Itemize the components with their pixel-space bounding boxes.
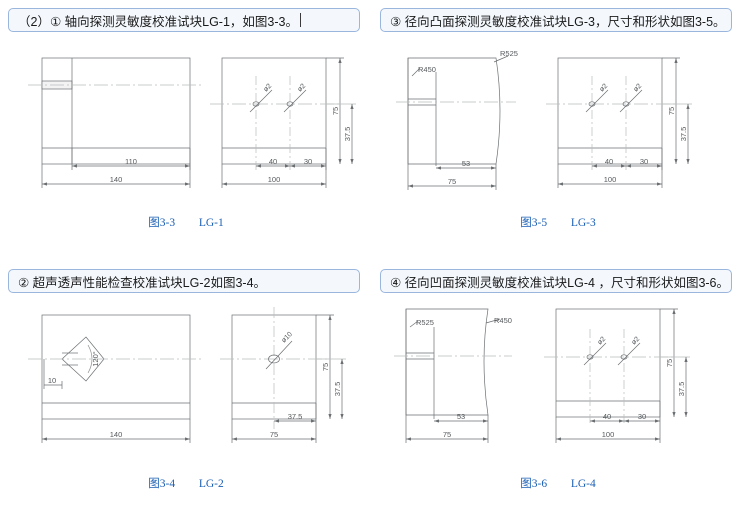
text-caret [300,13,301,27]
panel-lg1-header-text: （2）① 轴向探测灵敏度校准试块LG-1，如图3-3。 [18,14,298,29]
panel-lg4-drawing: R525 R450 53 75 [372,297,744,477]
panel-lg1-caption: 图3-3 LG-1 [0,214,372,230]
lg3-hole-label-2: ø2 [632,83,643,94]
panel-lg3-header: ③ 径向凸面探测灵敏度校准试块LG-3，尺寸和形状如图3-5。 [380,8,732,32]
lg3-side-dim-37p5: 37.5 [679,127,688,142]
panel-lg3-caption: 图3-5 LG-3 [372,214,744,230]
lg3-caption-fig: 图3-5 [520,217,548,229]
panel-lg4-caption: 图3-6 LG-4 [372,475,744,491]
lg2-side-dim-37p5-h: 37.5 [288,412,303,421]
lg1-front-dim-110: 110 [125,157,137,166]
panel-lg3: ③ 径向凸面探测灵敏度校准试块LG-3，尺寸和形状如图3-5。 [372,0,744,261]
lg1-side-dim-75: 75 [331,107,340,115]
lg1-side-dim-30: 30 [304,157,312,166]
panel-lg4-header: ④ 径向凹面探测灵敏度校准试块LG-4 ，尺寸和形状如图3-6。 [380,269,732,293]
lg1-caption-fig: 图3-3 [148,217,176,229]
panel-lg2-drawing: 10 140 120° [0,297,372,477]
lg2-front-dim-10: 10 [48,376,56,385]
panel-lg2: ② 超声透声性能检查校准试块LG-2如图3-4。 [0,261,372,522]
lg1-hole-label-1: ø2 [262,83,273,94]
lg1-hole-label-2: ø2 [296,83,307,94]
lg4-caption-name: LG-4 [570,478,596,490]
panel-lg3-drawing: R450 R525 53 75 [372,36,744,216]
lg4-side-dim-75: 75 [665,359,674,367]
panel-lg2-header-text: ② 超声透声性能检查校准试块LG-2如图3-4。 [18,275,267,290]
lg4-caption-fig: 图3-6 [520,478,548,490]
lg4-hole-label-1: ø2 [596,336,607,347]
lg3-side-dim-75: 75 [667,107,676,115]
panel-lg2-caption: 图3-4 LG-2 [0,475,372,491]
lg3-radius-left: R450 [418,65,436,74]
lg4-side-dim-100: 100 [602,430,615,439]
lg4-side-dim-40: 40 [603,412,611,421]
lg2-side-dim-75-v: 75 [321,363,330,371]
lg3-front-dim-53: 53 [462,159,470,168]
panel-lg1-drawing: 110 140 [0,36,372,216]
lg3-front-dim-75: 75 [448,177,456,186]
lg1-caption-name: LG-1 [198,217,224,229]
panel-lg3-header-text: ③ 径向凸面探测灵敏度校准试块LG-3，尺寸和形状如图3-5。 [390,14,726,29]
lg4-radius-left: R525 [416,318,434,327]
lg1-side-dim-37p5: 37.5 [343,127,352,142]
lg3-side-dim-100: 100 [604,175,617,184]
lg4-front-dim-75: 75 [443,430,451,439]
lg3-radius-right: R525 [500,49,518,58]
lg4-side-dim-37p5: 37.5 [677,382,686,397]
lg1-side-dim-40: 40 [269,157,277,166]
lg3-caption-name: LG-3 [570,217,596,229]
lg1-side-dim-100: 100 [268,175,281,184]
lg2-caption-name: LG-2 [198,478,224,490]
lg3-hole-label-1: ø2 [598,83,609,94]
lg2-side-dim-75-h: 75 [270,430,278,439]
panel-lg4: ④ 径向凹面探测灵敏度校准试块LG-4 ，尺寸和形状如图3-6。 [372,261,744,522]
lg3-side-dim-30: 30 [640,157,648,166]
lg4-radius-right: R450 [494,316,512,325]
lg4-front-dim-53: 53 [457,412,465,421]
lg3-side-dim-40: 40 [605,157,613,166]
panel-lg1-header: （2）① 轴向探测灵敏度校准试块LG-1，如图3-3。 [8,8,360,32]
lg2-hole-label: ø10 [280,331,294,345]
lg2-side-dim-37p5-v: 37.5 [333,382,342,397]
panel-lg4-header-text: ④ 径向凹面探测灵敏度校准试块LG-4 ，尺寸和形状如图3-6。 [390,275,730,290]
lg1-front-dim-140: 140 [110,175,123,184]
lg2-front-dim-140: 140 [110,430,123,439]
panel-lg1: （2）① 轴向探测灵敏度校准试块LG-1，如图3-3。 [0,0,372,261]
lg2-caption-fig: 图3-4 [148,478,176,490]
panel-lg2-header: ② 超声透声性能检查校准试块LG-2如图3-4。 [8,269,360,293]
lg4-side-dim-30: 30 [638,412,646,421]
lg2-front-angle: 120° [91,351,100,367]
lg4-hole-label-2: ø2 [630,336,641,347]
